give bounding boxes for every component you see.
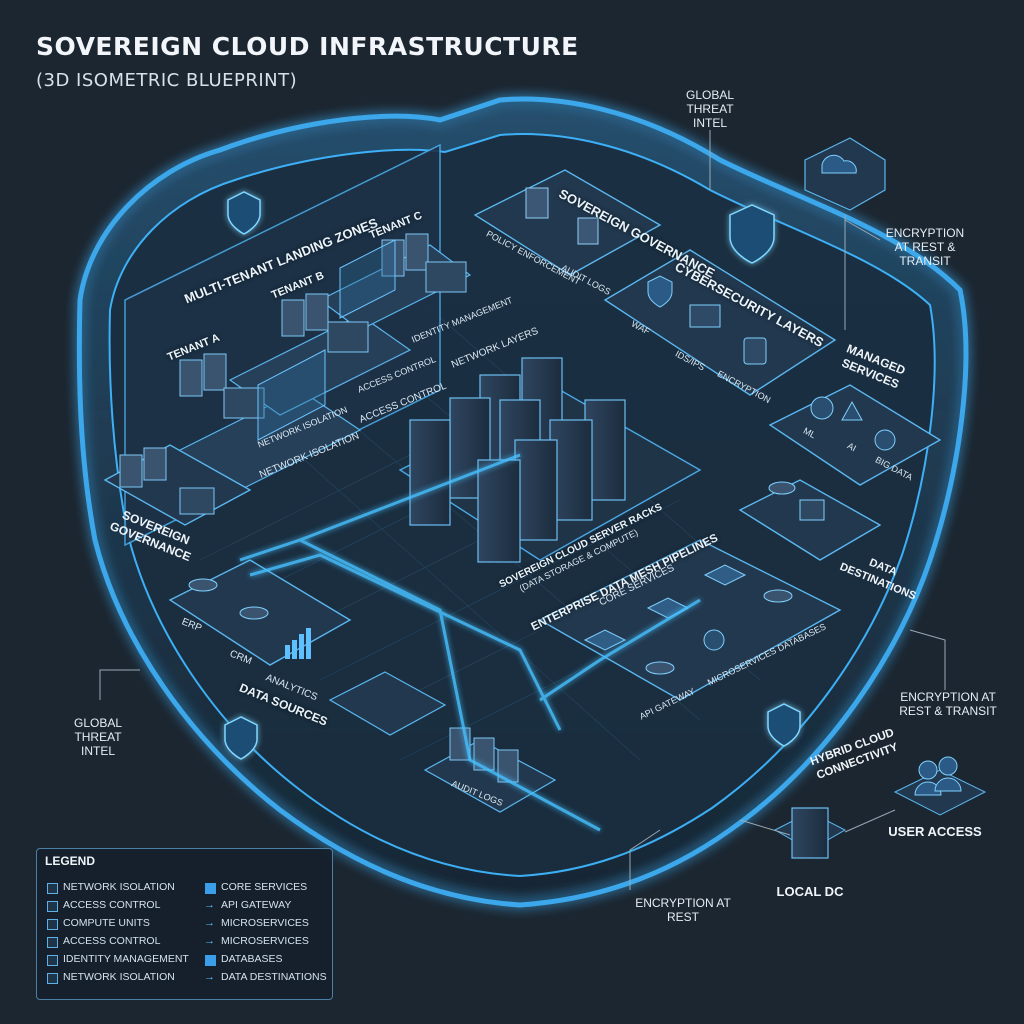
managed-services-panel [768,384,942,486]
users-icon [893,756,987,816]
legend-swatch [47,901,58,912]
local-dc-icon [773,807,847,859]
arrow-icon: → [204,917,215,929]
local-dc-label: LOCAL DC [776,884,844,899]
legend-swatch [205,955,216,966]
callout-global-threat-intel-left: GLOBAL THREAT INTEL [73,716,123,758]
legend-item: API GATEWAY [221,899,292,911]
arrow-icon: → [204,899,215,911]
legend-swatch [47,919,58,930]
legend-swatch [47,883,58,894]
data-destinations-panel [738,479,882,561]
user-access-label: USER ACCESS [888,824,982,839]
arrow-icon: → [204,971,215,983]
legend-item: IDENTITY MANAGEMENT [63,953,189,965]
page-title: SOVEREIGN CLOUD INFRASTRUCTURE [36,32,579,61]
data-pipelines [239,453,701,832]
callout-global-threat-intel-top: GLOBAL THREAT INTEL [685,88,735,130]
legend: LEGEND NETWORK ISOLATION ACCESS CONTROL … [36,848,333,1000]
legend-item: NETWORK ISOLATION [63,971,175,983]
cybersecurity-panel [603,249,837,396]
callout-lines [99,130,946,890]
security-icons [224,191,801,760]
arrow-icon: → [204,935,215,947]
governance-top-panel [473,169,662,276]
callout-encryption-at-rest: ENCRYPTION AT REST [635,896,731,924]
governance-left-panel [103,444,252,526]
callout-encryption-right: ENCRYPTION AT REST & TRANSIT [899,690,997,718]
data-mesh-panel [538,539,842,701]
legend-item: CORE SERVICES [221,881,308,893]
legend-swatch [205,883,216,894]
cloud-icon [804,137,886,211]
legend-swatch [47,973,58,984]
legend-swatch [47,955,58,966]
legend-item: NETWORK ISOLATION [63,881,175,893]
legend-swatch [47,937,58,948]
callout-encryption-top: ENCRYPTION AT REST & TRANSIT [885,226,965,268]
legend-item: DATA DESTINATIONS [221,971,327,983]
legend-item: ACCESS CONTROL [63,935,161,947]
legend-item: MICROSERVICES [221,935,309,947]
data-sources-panel [168,559,352,666]
server-racks [398,357,702,563]
legend-item: MICROSERVICES [221,917,309,929]
audit-logs-bottom-panel [328,671,557,813]
legend-item: ACCESS CONTROL [63,899,161,911]
legend-title: LEGEND [45,854,96,868]
legend-item: DATABASES [221,953,283,965]
page-subtitle: (3D ISOMETRIC BLUEPRINT) [36,70,298,91]
legend-item: COMPUTE UNITS [63,917,150,929]
